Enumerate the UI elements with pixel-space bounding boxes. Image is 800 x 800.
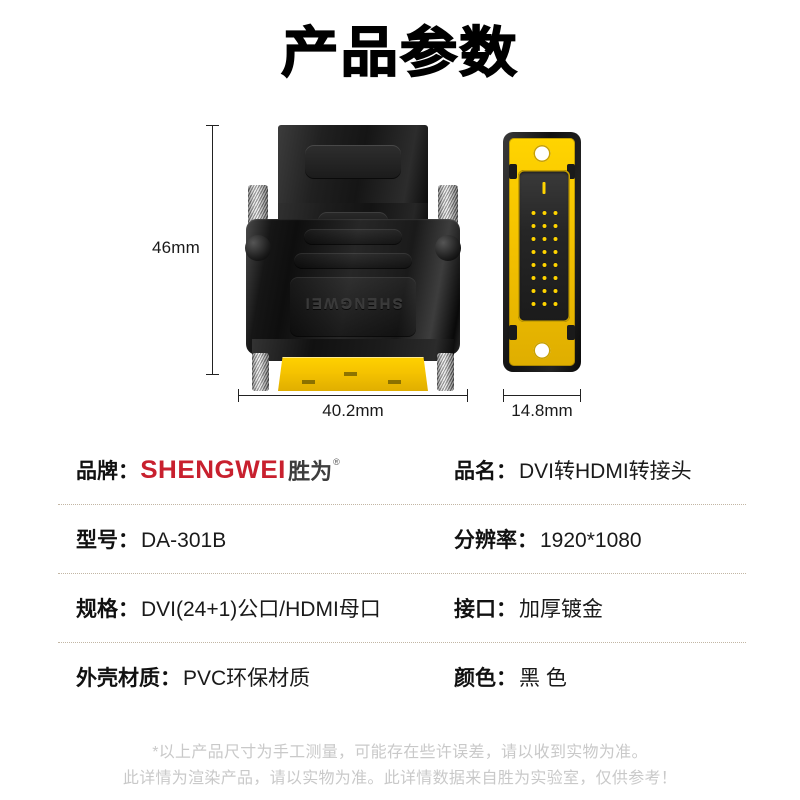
adapter-front-view: SHENGWEI	[238, 125, 468, 391]
spec-cell-color: 颜色： 黑 色	[440, 662, 746, 692]
brand-logo-chinese: 胜为	[288, 459, 333, 484]
screw-cap-right	[435, 235, 461, 261]
spec-label: 型号：	[76, 529, 139, 552]
dvi-pin	[553, 262, 557, 267]
page-title-container: 产品参数	[0, 14, 800, 92]
page-title: 产品参数	[280, 21, 519, 84]
faceplate-tab	[509, 325, 517, 340]
spec-label: 规格：	[76, 598, 139, 621]
spec-cell-product-name: 品名： DVI转HDMI转接头	[440, 455, 746, 485]
spec-cell-shell-material: 外壳材质： PVC环保材质	[58, 662, 440, 692]
registered-mark-icon: ®	[333, 457, 340, 467]
spec-label: 品牌：	[76, 459, 139, 483]
spec-cell-specification: 规格： DVI(24+1)公口/HDMI母口	[58, 593, 440, 623]
disclaimer-line-2: 此详情为渲染产品，请以实物为准。此详情数据来自胜为实验室，仅供参考！	[122, 770, 678, 787]
dimension-line-height	[206, 125, 219, 375]
spec-row: 型号： DA-301B 分辨率： 1920*1080	[58, 504, 746, 573]
connector-notch	[344, 372, 357, 376]
spec-label: 分辨率：	[454, 529, 538, 552]
faceplate-tab	[567, 164, 575, 179]
connector-notch	[302, 380, 315, 384]
spec-cell-resolution: 分辨率： 1920*1080	[440, 524, 746, 554]
dvi-pin	[531, 223, 535, 228]
dvi-pin-grid	[528, 206, 561, 310]
spec-cell-model: 型号： DA-301B	[58, 524, 440, 554]
spec-label: 品名：	[454, 460, 517, 483]
dvi-pin	[553, 223, 557, 228]
spec-label: 颜色：	[454, 667, 517, 690]
dimension-label-height: 46mm	[152, 238, 201, 257]
adapter-body: SHENGWEI	[246, 219, 460, 355]
mounting-hole-bottom	[533, 342, 551, 359]
dimension-label-depth: 14.8mm	[511, 401, 573, 420]
dvi-pin	[531, 275, 535, 280]
connector-notch	[388, 380, 401, 384]
disclaimer-line-1: *以上产品尺寸为手工测量，可能存在些许误差，请以收到实物为准。	[152, 744, 648, 761]
spec-cell-brand: 品牌： SHENGWEI 胜为 ®	[58, 454, 440, 486]
adapter-body-foot	[252, 339, 454, 361]
spec-value: 1920*1080	[540, 529, 642, 552]
dvi-pin	[531, 236, 535, 241]
dvi-pin	[553, 301, 557, 306]
spec-value: DVI(24+1)公口/HDMI母口	[141, 598, 381, 621]
brand-logo: SHENGWEI 胜为 ®	[140, 454, 340, 486]
dvi-pin	[531, 301, 535, 306]
dvi-blade-pin	[542, 182, 546, 194]
spec-row: 规格： DVI(24+1)公口/HDMI母口 接口： 加厚镀金	[58, 573, 746, 642]
spec-value: 加厚镀金	[519, 598, 603, 621]
dvi-pin	[542, 288, 546, 293]
dvi-pin	[553, 249, 557, 254]
dvi-pin-housing	[518, 170, 570, 322]
product-illustration: 46mm SHENGWEI	[0, 110, 800, 420]
spec-row: 外壳材质： PVC环保材质 颜色： 黑 色	[58, 642, 746, 711]
dvi-pin	[542, 275, 546, 280]
dimension-line-width	[238, 389, 468, 402]
dvi-pin	[531, 210, 535, 215]
dvi-pin	[531, 288, 535, 293]
faceplate-tab	[567, 325, 575, 340]
dvi-pin	[553, 288, 557, 293]
dvi-pin	[542, 236, 546, 241]
spec-value: DVI转HDMI转接头	[519, 460, 692, 483]
dimension-line-depth	[503, 389, 581, 402]
spec-label: 外壳材质：	[76, 667, 181, 690]
hdmi-slot-upper	[305, 145, 401, 179]
body-ridge-middle	[294, 253, 412, 269]
body-ridge-top	[304, 229, 402, 245]
screw-shaft-bottom-right	[437, 353, 454, 391]
body-ridge-panel	[290, 277, 416, 337]
embossed-brand-text: SHENGWEI	[303, 295, 403, 312]
spec-value: PVC环保材质	[183, 667, 311, 690]
spec-row: 品牌： SHENGWEI 胜为 ® 品名： DVI转HDMI转接头	[58, 436, 746, 504]
spec-cell-interface: 接口： 加厚镀金	[440, 593, 746, 623]
dimension-label-width: 40.2mm	[322, 401, 384, 420]
footer-disclaimer: *以上产品尺寸为手工测量，可能存在些许误差，请以收到实物为准。 此详情为渲染产品…	[0, 740, 800, 792]
dvi-pin	[542, 262, 546, 267]
dvi-pin	[542, 249, 546, 254]
brand-logo-english: SHENGWEI	[140, 455, 286, 484]
dvi-pin	[553, 236, 557, 241]
mounting-hole-top	[533, 145, 551, 162]
dvi-face-plate	[509, 138, 575, 366]
dvi-pin	[553, 210, 557, 215]
adapter-side-view	[503, 132, 581, 372]
spec-label: 接口：	[454, 598, 517, 621]
spec-value: 黑 色	[519, 667, 567, 690]
dvi-pin	[542, 223, 546, 228]
dvi-pin	[553, 275, 557, 280]
dvi-gold-connector	[278, 357, 428, 391]
screw-shaft-bottom-left	[252, 353, 269, 391]
hdmi-shroud-top	[278, 125, 428, 203]
screw-cap-left	[245, 235, 271, 261]
dvi-pin	[542, 210, 546, 215]
faceplate-tab	[509, 164, 517, 179]
spec-value: DA-301B	[141, 529, 227, 552]
dvi-pin	[531, 262, 535, 267]
dvi-pin	[531, 249, 535, 254]
dvi-pin	[542, 301, 546, 306]
spec-table: 品牌： SHENGWEI 胜为 ® 品名： DVI转HDMI转接头 型号： DA…	[58, 436, 746, 711]
